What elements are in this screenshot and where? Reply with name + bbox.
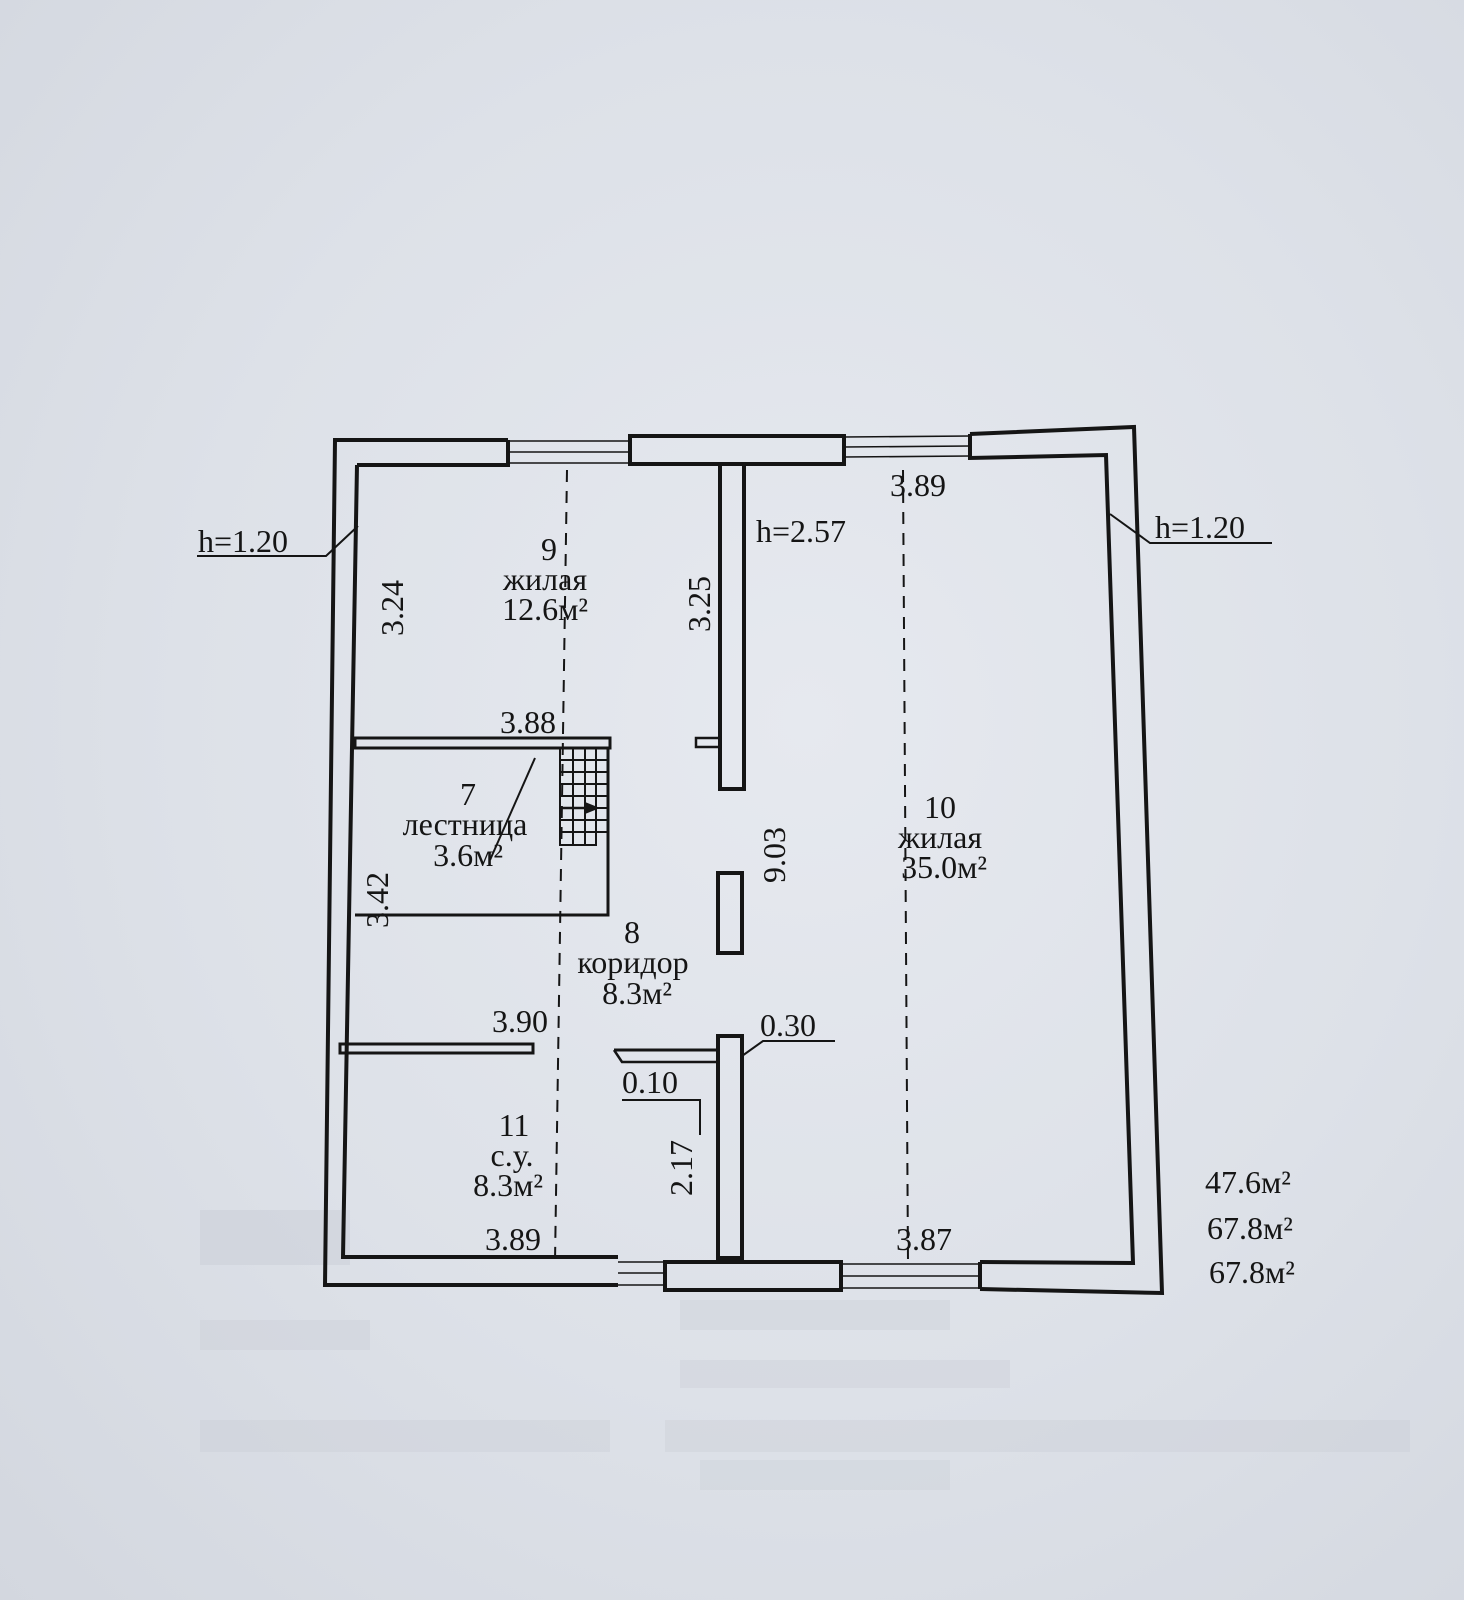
height-leaders (197, 513, 1272, 1135)
dim-door-jamb: 0.10 (622, 1064, 678, 1100)
total-area-1: 47.6м² (1205, 1164, 1291, 1200)
room-name: с.у. (491, 1137, 534, 1173)
room-11-label: 11 с.у. 8.3м² (473, 1107, 543, 1203)
bleed-through-marks (200, 1210, 1410, 1490)
room-8-label: 8 коридор 8.3м² (577, 914, 688, 1011)
dimension-lines (554, 469, 909, 1263)
dim-wall-thickness: 0.30 (760, 1007, 816, 1043)
room-area: 12.6м² (502, 591, 588, 627)
height-label-left: h=1.20 (198, 523, 288, 559)
room-number: 7 (460, 776, 476, 812)
dim-stair-height: 3.42 (359, 872, 395, 928)
dim-bottom-left-width: 3.89 (485, 1221, 541, 1257)
windows (508, 435, 980, 1289)
room-name: жилая (897, 819, 982, 855)
room-area: 3.6м² (433, 837, 503, 873)
area-totals: 47.6м² 67.8м² 67.8м² (1205, 1164, 1295, 1290)
room-9-label: 9 жилая 12.6м² (502, 531, 588, 627)
room-area: 8.3м² (602, 975, 672, 1011)
total-area-3: 67.8м² (1209, 1254, 1295, 1290)
room-area: 35.0м² (901, 849, 987, 885)
room-name: лестница (403, 806, 528, 842)
room-number: 9 (541, 531, 557, 567)
dim-bath-wall-length: 2.17 (663, 1140, 699, 1196)
dim-bath-width-top: 3.90 (492, 1003, 548, 1039)
room-area: 8.3м² (473, 1167, 543, 1203)
dim-corridor-length: 9.03 (756, 827, 792, 883)
room-number: 10 (924, 789, 956, 825)
room-7-label: 7 лестница 3.6м² (403, 776, 528, 873)
dim-room9-height: 3.24 (374, 580, 410, 636)
room-number: 8 (624, 914, 640, 950)
dim-bottom-right-width: 3.87 (896, 1221, 952, 1257)
height-label-right: h=1.20 (1155, 509, 1245, 545)
dim-room9-width: 3.88 (500, 704, 556, 740)
room-name: коридор (577, 944, 688, 980)
dim-partition-height: 3.25 (681, 576, 717, 632)
interior-partitions (338, 462, 746, 1260)
room-10-label: 10 жилая 35.0м² (897, 789, 987, 885)
room-name: жилая (502, 561, 587, 597)
total-area-2: 67.8м² (1207, 1210, 1293, 1246)
dim-top-right-width: 3.89 (890, 467, 946, 503)
staircase (355, 748, 610, 917)
height-label-inner: h=2.57 (756, 513, 846, 549)
room-number: 11 (499, 1107, 530, 1143)
